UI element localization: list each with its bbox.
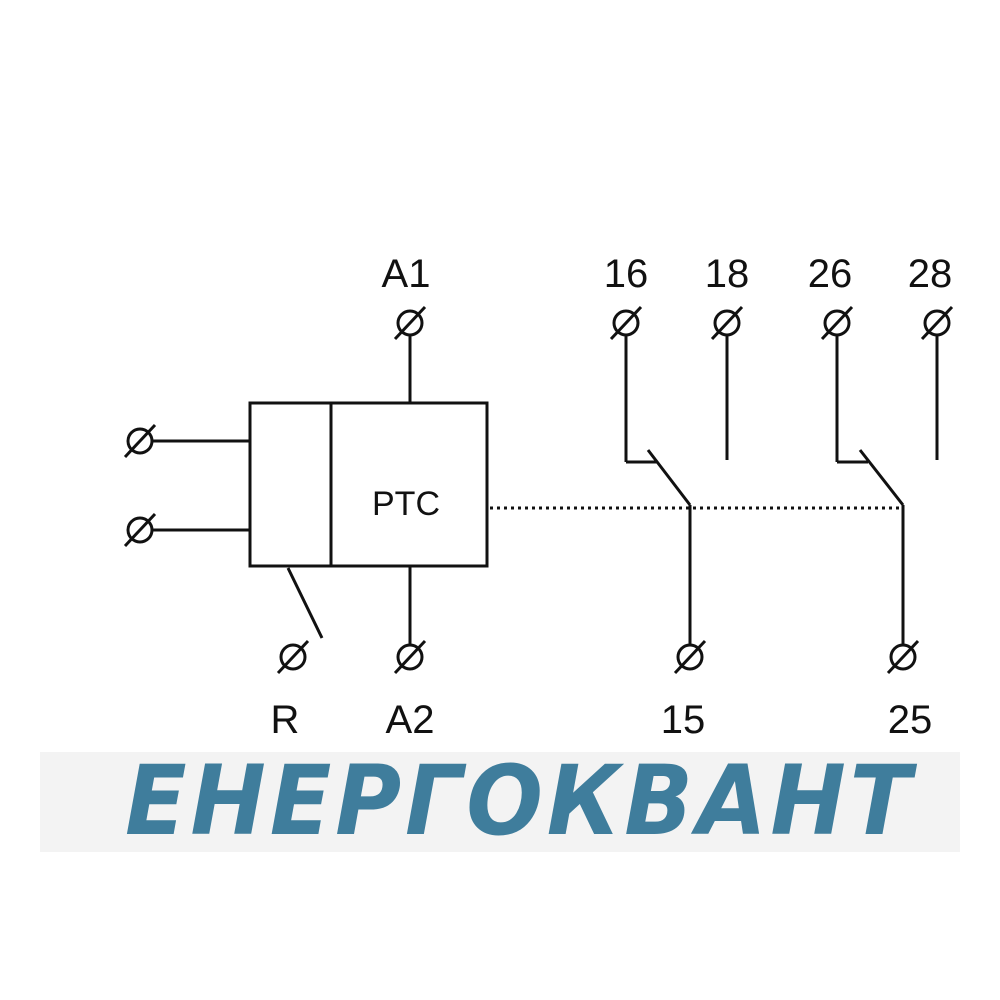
- terminal-icon: [673, 639, 707, 675]
- terminal-28-label: 28: [908, 252, 953, 296]
- relay-body-outline: [248, 401, 489, 568]
- terminal-15-label: 15: [661, 698, 706, 742]
- ptc-input-2: [123, 512, 250, 548]
- terminal-25-label: 25: [888, 698, 933, 742]
- ptc-label: PTC: [372, 485, 440, 523]
- brand-logo: ЕНЕРГОКВАНТ: [125, 745, 917, 857]
- terminal-a2-label: A2: [386, 698, 435, 742]
- terminal-icon: [393, 639, 427, 675]
- terminal-18: 18: [705, 252, 750, 341]
- terminal-16: 16: [604, 252, 649, 341]
- terminal-icon: [609, 305, 643, 341]
- terminal-a1-label: A1: [382, 252, 431, 296]
- contact-group-1: [624, 335, 729, 645]
- terminal-18-label: 18: [705, 252, 750, 296]
- terminal-icon: [393, 305, 427, 341]
- terminal-15: 15: [661, 639, 707, 742]
- terminal-icon: [886, 639, 920, 675]
- terminal-16-label: 16: [604, 252, 649, 296]
- terminal-r: R: [271, 567, 324, 742]
- relay-body: [248, 401, 489, 568]
- contact-group-2: [835, 335, 939, 645]
- terminal-icon: [920, 305, 954, 341]
- terminal-icon: [123, 512, 157, 548]
- terminal-icon: [123, 423, 157, 459]
- terminal-r-label: R: [271, 698, 300, 742]
- terminal-26: 26: [808, 252, 854, 341]
- ptc-input-1: [123, 423, 250, 459]
- terminal-a1: A1: [382, 252, 431, 403]
- terminal-28: 28: [908, 252, 954, 341]
- terminal-icon: [276, 639, 310, 675]
- terminal-icon: [820, 305, 854, 341]
- terminal-a2: A2: [386, 566, 435, 742]
- terminal-25: 25: [886, 639, 933, 742]
- terminal-26-label: 26: [808, 252, 853, 296]
- terminal-icon: [710, 305, 744, 341]
- logo-band: [40, 752, 960, 852]
